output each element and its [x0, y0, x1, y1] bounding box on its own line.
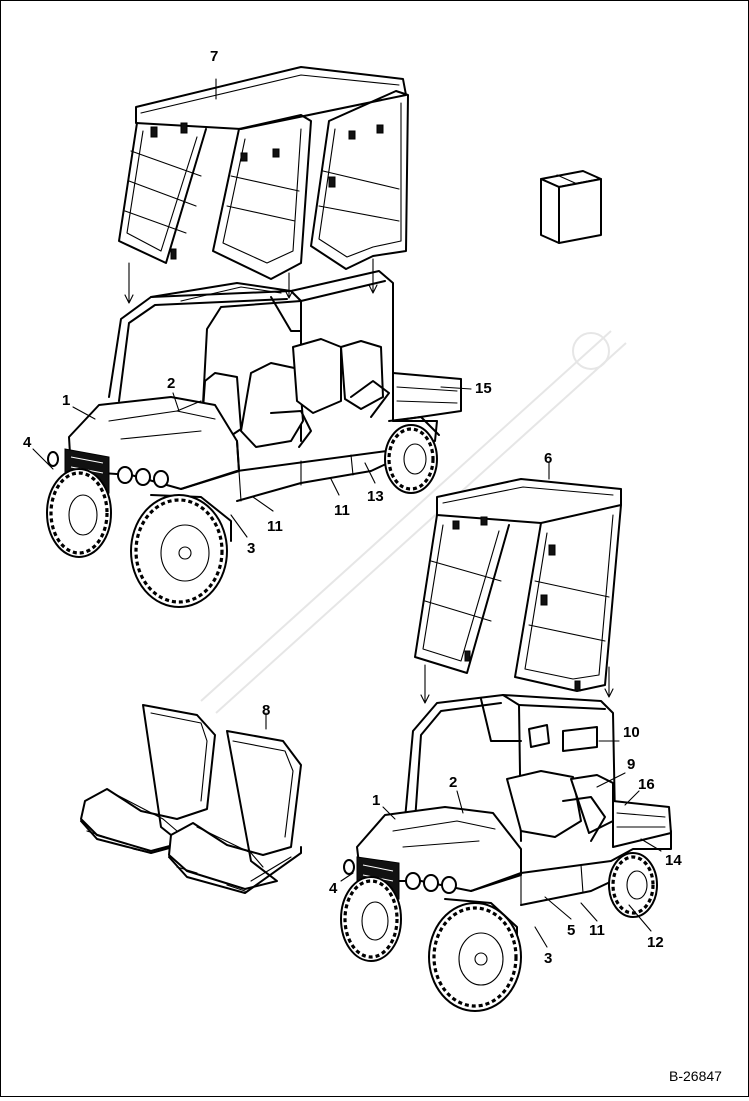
seat-pair — [80, 704, 302, 894]
front-left-tire — [46, 468, 112, 558]
callout-4-top: 4 — [23, 434, 32, 451]
rear-tire-2 — [608, 852, 658, 918]
callout-8: 8 — [262, 702, 270, 719]
cab-enclosure-2-seat — [414, 462, 622, 704]
front-right-tire — [130, 494, 228, 608]
callout-2-bottom: 2 — [449, 774, 457, 791]
callout-6: 6 — [544, 450, 552, 467]
rear-tire — [384, 424, 438, 494]
cab-enclosure-4-seat — [118, 66, 409, 304]
callout-14: 14 — [665, 852, 682, 869]
callout-13: 13 — [367, 488, 384, 505]
callout-4-bottom: 4 — [329, 880, 338, 897]
callout-11-b: 11 — [334, 502, 350, 519]
front-left-tire-2 — [340, 876, 402, 962]
callout-5: 5 — [567, 922, 575, 939]
callout-3-bottom: 3 — [544, 950, 552, 967]
callout-15: 15 — [475, 380, 492, 397]
leader-lines — [32, 386, 662, 948]
callout-11-a: 11 — [267, 518, 283, 535]
front-right-tire-2 — [428, 902, 522, 1012]
callout-1-bottom: 1 — [372, 792, 380, 809]
callout-12: 12 — [647, 934, 664, 951]
callout-9: 9 — [627, 756, 635, 773]
callout-10: 10 — [623, 724, 640, 741]
hardware-kit-box — [540, 170, 602, 244]
callout-2-top: 2 — [167, 375, 175, 392]
callout-1-top: 1 — [62, 392, 70, 409]
callout-7: 7 — [210, 48, 218, 65]
callout-16: 16 — [638, 776, 655, 793]
callouts: 7 1 2 4 3 11 11 13 15 6 8 10 9 16 1 2 4 … — [23, 48, 682, 967]
watermark — [200, 330, 627, 714]
callout-11-c: 11 — [589, 922, 605, 939]
utility-vehicle-4-seat — [46, 270, 462, 608]
utility-vehicle-2-seat — [340, 694, 672, 1012]
document-id: B-26847 — [669, 1068, 722, 1084]
callout-3-top: 3 — [247, 540, 255, 557]
